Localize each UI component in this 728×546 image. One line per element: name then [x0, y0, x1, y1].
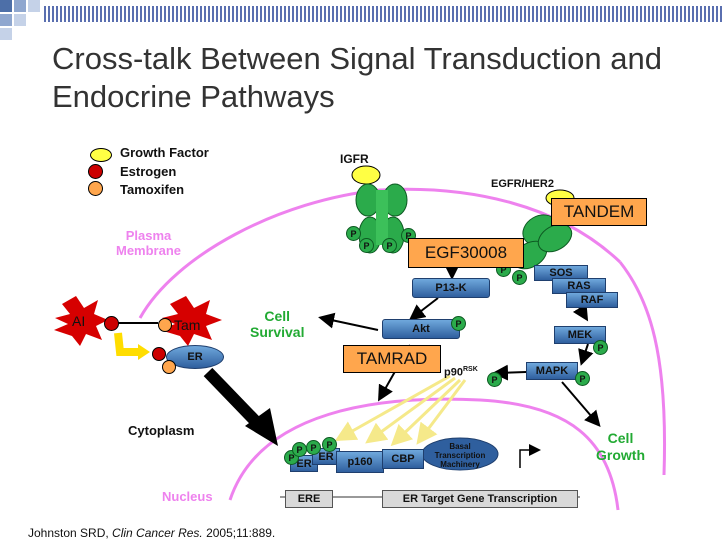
nucleus-label: Nucleus	[162, 489, 213, 504]
cbp-node: CBP	[382, 449, 424, 469]
ere-box: ERE	[285, 490, 333, 508]
ai-estrogen-icon	[104, 316, 119, 331]
egf30008-box: EGF30008	[408, 238, 524, 268]
mek-p: P	[593, 340, 608, 355]
raf-node: RAF	[566, 292, 618, 308]
tandem-box: TANDEM	[551, 198, 647, 226]
igfr-receptor	[351, 165, 408, 254]
cell-survival-label: Cell Survival	[250, 308, 305, 340]
p160-node: p160	[336, 451, 384, 473]
tamoxifen-legend-icon	[88, 181, 103, 196]
mek-node: MEK	[554, 326, 606, 344]
p90-p: P	[487, 372, 502, 387]
estrogen-legend-icon	[88, 164, 103, 179]
er-p3: P	[306, 440, 321, 455]
citation: Johnston SRD, Clin Cancer Res. 2005;11:8…	[28, 526, 276, 540]
mapk-node: MAPK	[526, 362, 578, 380]
tam-tamoxifen-icon	[158, 318, 172, 332]
ai-burst	[54, 296, 108, 346]
er-p4: P	[322, 437, 337, 452]
igfr-label: IGFR	[340, 152, 369, 166]
basal-machinery-label: Basal Transcription Machinery	[434, 441, 486, 469]
akt-p: P	[451, 316, 466, 331]
legend-tamoxifen: Tamoxifen	[120, 182, 185, 197]
ai-label: AI	[72, 313, 86, 329]
mapk-p: P	[575, 371, 590, 386]
tamrad-box: TAMRAD	[343, 345, 441, 373]
er-estrogen-icon	[152, 347, 166, 361]
legend-growth-factor: Growth Factor	[120, 145, 209, 160]
er-p2: P	[292, 442, 307, 457]
egfr-label: EGFR/HER2	[491, 178, 554, 190]
plasma-membrane-label: Plasma Membrane	[116, 228, 182, 258]
tam-burst	[160, 296, 222, 346]
target-gene-box: ER Target Gene Transcription	[382, 490, 578, 508]
er-tamoxifen-icon	[162, 360, 176, 374]
slide-title: Cross-talk Between Signal Transduction a…	[52, 41, 662, 114]
akt-node: Akt	[382, 319, 460, 339]
legend-estrogen: Estrogen	[120, 164, 177, 179]
tam-label: Tam	[174, 317, 201, 333]
egfr-p2: P	[512, 270, 527, 285]
p90-label: p90RSK	[444, 366, 478, 379]
ras-node: RAS	[552, 278, 606, 294]
igfr-p2: P	[359, 238, 374, 253]
growth-factor-legend-icon	[90, 148, 112, 162]
cell-growth-label: Cell Growth	[596, 430, 645, 463]
igfr-p1: P	[346, 226, 361, 241]
cytoplasm-label: Cytoplasm	[128, 423, 195, 438]
igfr-p3: P	[382, 238, 397, 253]
pi3k-node: P13-K	[412, 278, 490, 298]
plasma-membrane-right	[618, 261, 666, 476]
header-decoration	[0, 0, 724, 40]
